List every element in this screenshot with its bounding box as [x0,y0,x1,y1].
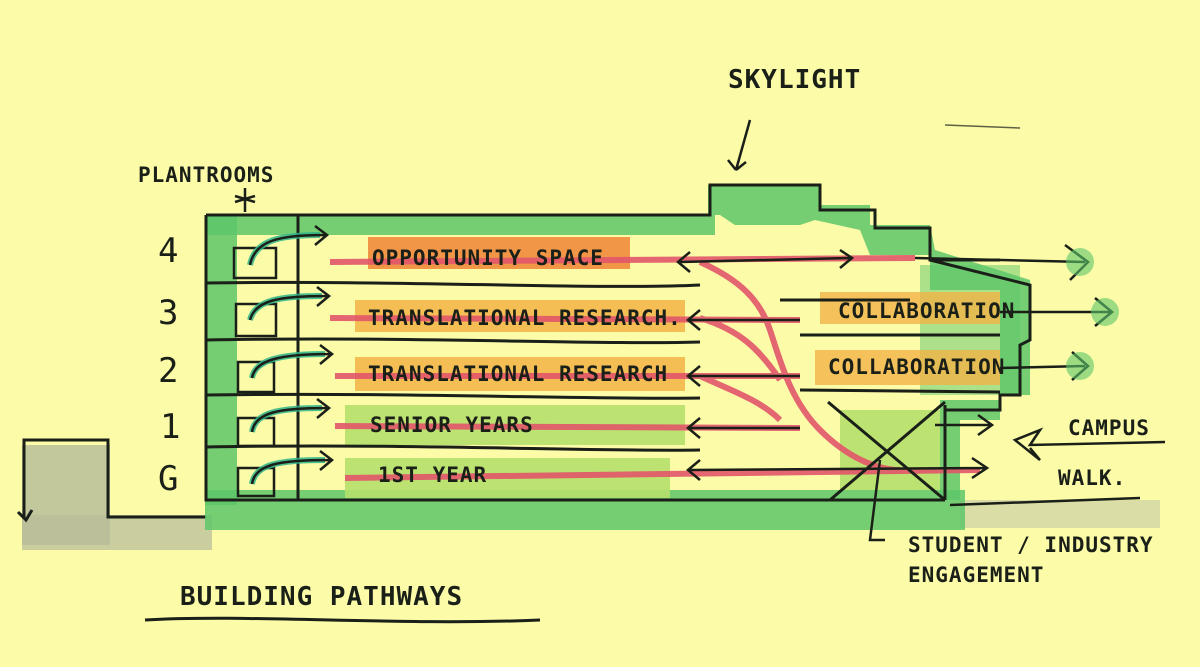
floor-labels: OPPORTUNITY SPACE TRANSLATIONAL RESEARCH… [368,246,1015,487]
building-outline [204,183,1032,502]
floor-4-label: OPPORTUNITY SPACE [372,246,604,270]
floor-1-label: SENIOR YEARS [370,413,534,437]
floor-3-label: TRANSLATIONAL RESEARCH. [368,306,682,330]
plantrooms-note: PLANTROOMS [138,163,274,187]
level-3: 3 [158,293,179,333]
annotations: PLANTROOMS SKYLIGHT CAMPUS WALK. STUDENT… [138,65,1154,587]
engagement-note-2: ENGAGEMENT [908,563,1044,587]
campus-walk-note-2: WALK. [1058,466,1126,490]
floor-g-label: 1ST YEAR [378,463,487,487]
engagement-note-1: STUDENT / INDUSTRY [908,533,1154,557]
floor-level-numbers: 4 3 2 1 G [158,231,181,499]
title-underline [144,616,541,624]
floor-2-label: TRANSLATIONAL RESEARCH [368,362,668,386]
skylight-note: SKYLIGHT [728,65,861,95]
level-4: 4 [158,231,179,271]
plantroom-arrows [247,225,335,485]
exit-highlights [1066,248,1119,380]
campus-walk-note-1: CAMPUS [1068,416,1150,440]
diagram-title: BUILDING PATHWAYS [180,582,463,612]
diagram-title-group: BUILDING PATHWAYS [144,582,541,624]
neighbour-building [16,438,1160,550]
collaboration-label-2: COLLABORATION [828,355,1005,379]
level-2: 2 [158,351,179,391]
level-1: 1 [160,407,181,447]
collaboration-label-3: COLLABORATION [838,299,1015,323]
level-g: G [158,459,179,499]
